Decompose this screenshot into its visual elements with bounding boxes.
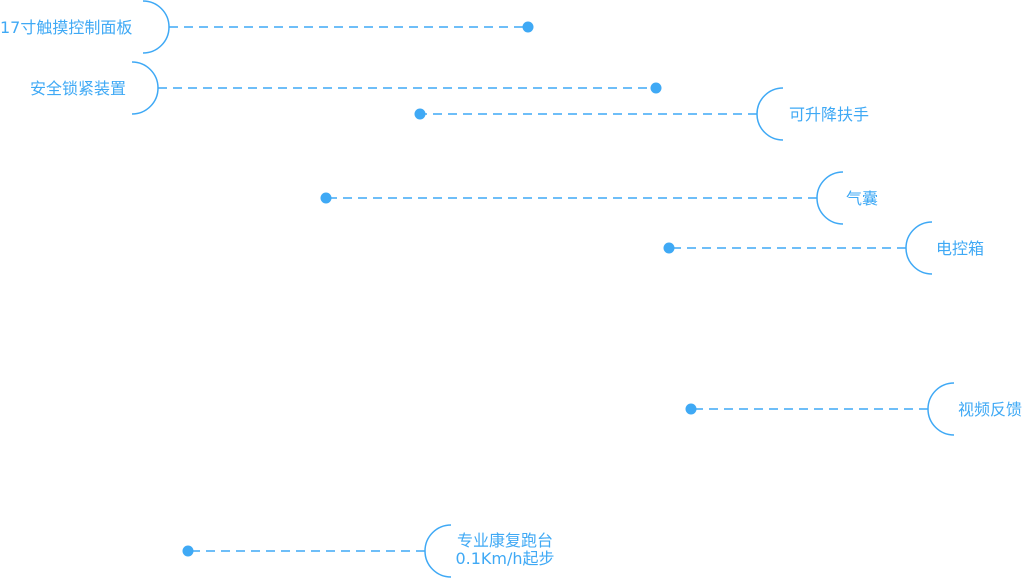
callout-anchor-dot [522, 21, 534, 33]
callout-anchor-dot [182, 545, 194, 557]
callout-anchor-dot [685, 403, 697, 415]
callout-label: 17寸触摸控制面板 [0, 18, 132, 37]
callout-safety-lock: 安全锁紧装置 [30, 61, 662, 115]
callout-video-feedback: 视频反馈 [685, 382, 1022, 436]
callout-anchor-dot [320, 192, 332, 204]
callout-label: 专业康复跑台 [457, 531, 553, 550]
callout-bracket-arc [816, 171, 844, 225]
callout-bracket-arc [756, 87, 784, 141]
callout-anchor-dot [650, 82, 662, 94]
callout-airbag: 气囊 [320, 171, 878, 225]
callout-bracket-arc [131, 61, 159, 115]
callout-control-box: 电控箱 [663, 221, 984, 275]
callout-handrail: 可升降扶手 [414, 87, 869, 141]
callout-bracket-arc [142, 0, 170, 54]
callout-anchor-dot [663, 242, 675, 254]
callout-label: 视频反馈 [958, 400, 1022, 419]
callout-touch-panel: 17寸触摸控制面板 [0, 0, 534, 54]
callout-label: 气囊 [846, 189, 878, 208]
callout-label: 安全锁紧装置 [30, 79, 126, 98]
callout-label: 可升降扶手 [789, 105, 869, 124]
callout-label: 0.1Km/h起步 [455, 549, 554, 568]
callout-bracket-arc [424, 524, 452, 578]
callout-label: 电控箱 [936, 239, 984, 258]
callout-bracket-arc [927, 382, 955, 436]
callout-anchor-dot [414, 108, 426, 120]
callout-bracket-arc [905, 221, 933, 275]
